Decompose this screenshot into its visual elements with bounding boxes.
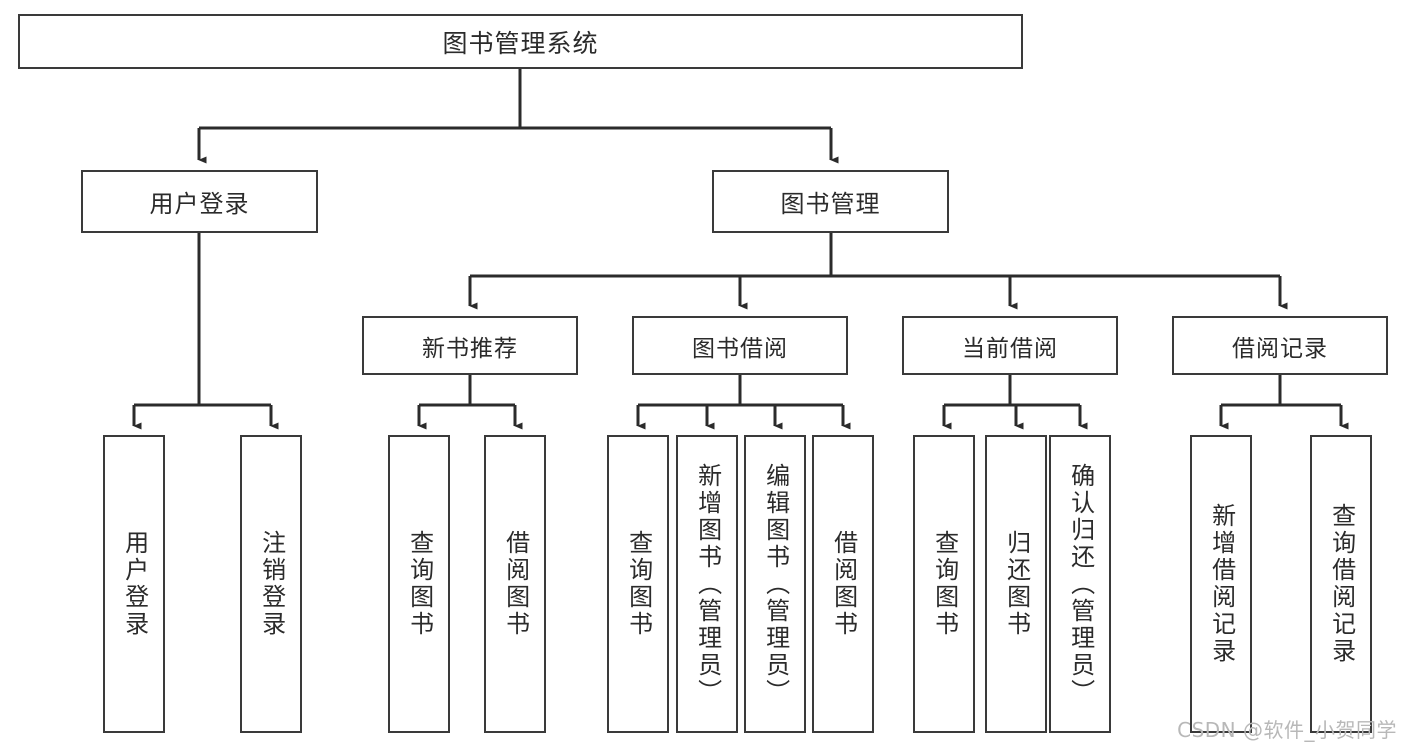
- node-label-current-borrow: 当前借阅: [962, 335, 1058, 362]
- leaf-edit-book[interactable]: 编辑图书（管理员）: [744, 435, 806, 733]
- leaf-label-user-login: 用户登录: [120, 530, 149, 638]
- node-label-user-login: 用户登录: [149, 190, 250, 218]
- leaf-confirm-return[interactable]: 确认归还（管理员）: [1049, 435, 1111, 733]
- node-label-borrow-record: 借阅记录: [1232, 335, 1328, 362]
- node-label-root: 图书管理系统: [442, 28, 599, 58]
- node-label-new-book-recommend: 新书推荐: [422, 335, 518, 362]
- leaf-add-book[interactable]: 新增图书（管理员）: [676, 435, 738, 733]
- leaf-borrow-book-2[interactable]: 借阅图书: [812, 435, 874, 733]
- leaf-query-record[interactable]: 查询借阅记录: [1310, 435, 1372, 733]
- node-book-borrow[interactable]: 图书借阅: [632, 316, 848, 375]
- watermark-credit: CSDN @软件_小贺同学: [1177, 718, 1397, 742]
- node-new-book-recommend[interactable]: 新书推荐: [362, 316, 578, 375]
- leaf-label-edit-book: 编辑图书（管理员）: [761, 462, 790, 706]
- node-label-book-borrow: 图书借阅: [692, 335, 788, 362]
- leaf-label-add-record: 新增借阅记录: [1207, 503, 1236, 665]
- leaf-borrow-book-1[interactable]: 借阅图书: [484, 435, 546, 733]
- node-root-system[interactable]: 图书管理系统: [18, 14, 1023, 69]
- leaf-query-book-1[interactable]: 查询图书: [388, 435, 450, 733]
- node-user-login[interactable]: 用户登录: [81, 170, 318, 233]
- leaf-label-add-book: 新增图书（管理员）: [693, 462, 722, 706]
- leaf-user-logout[interactable]: 注销登录: [240, 435, 302, 733]
- leaf-label-borrow-book-1: 借阅图书: [501, 530, 530, 638]
- leaf-label-user-logout: 注销登录: [257, 530, 286, 638]
- leaf-query-book-3[interactable]: 查询图书: [913, 435, 975, 733]
- leaf-query-book-2[interactable]: 查询图书: [607, 435, 669, 733]
- leaf-label-query-book-2: 查询图书: [624, 530, 653, 638]
- leaf-label-query-record: 查询借阅记录: [1327, 503, 1356, 665]
- leaf-label-query-book-1: 查询图书: [405, 530, 434, 638]
- leaf-return-book[interactable]: 归还图书: [985, 435, 1047, 733]
- node-book-manage[interactable]: 图书管理: [712, 170, 949, 233]
- leaf-label-query-book-3: 查询图书: [930, 530, 959, 638]
- leaf-label-return-book: 归还图书: [1002, 530, 1031, 638]
- leaf-add-record[interactable]: 新增借阅记录: [1190, 435, 1252, 733]
- leaf-label-borrow-book-2: 借阅图书: [829, 530, 858, 638]
- node-current-borrow[interactable]: 当前借阅: [902, 316, 1118, 375]
- leaf-user-login[interactable]: 用户登录: [103, 435, 165, 733]
- leaf-label-confirm-return: 确认归还（管理员）: [1066, 462, 1095, 706]
- node-label-book-manage: 图书管理: [780, 190, 881, 218]
- node-borrow-record[interactable]: 借阅记录: [1172, 316, 1388, 375]
